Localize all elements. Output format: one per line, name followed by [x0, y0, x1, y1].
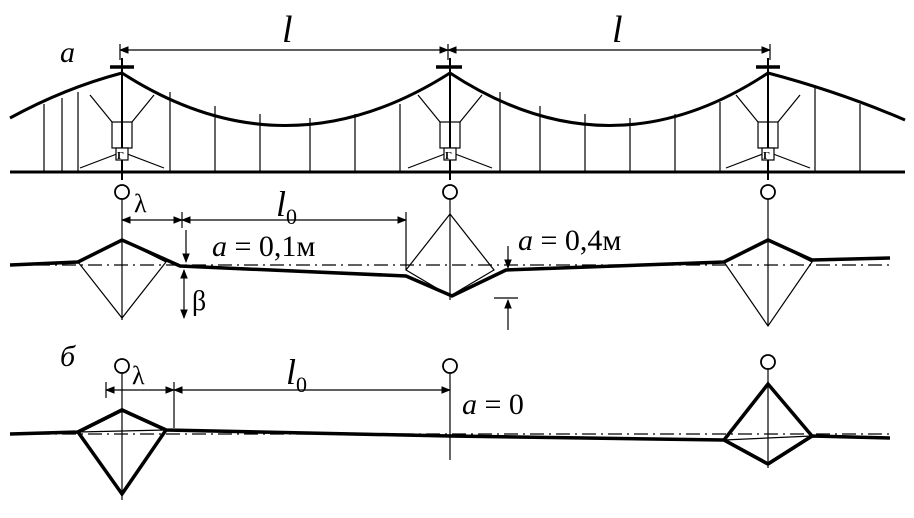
support-point-1	[114, 184, 130, 200]
span-dimension-2	[447, 44, 771, 60]
support-point-2	[442, 184, 458, 200]
panel-a-plan: λ l0 a = 0,1м β a = 0,4м	[9, 184, 891, 330]
l0-sub-a: 0	[286, 204, 297, 229]
a-number-b: = 0	[477, 388, 524, 421]
droppers	[43, 88, 861, 172]
panel-a-catenary: а l l	[9, 9, 906, 180]
contact-wire-plan-b	[9, 408, 891, 467]
lambda-label-b: λ	[132, 361, 145, 390]
a-symbol-1: a	[212, 230, 227, 263]
l0-label-a: l0	[276, 184, 297, 229]
beta-label: β	[192, 286, 206, 317]
a-number-1: = 0,1м	[227, 230, 315, 263]
mast-mark-2: Г	[445, 150, 452, 162]
l0-letter-b: l	[286, 352, 296, 392]
a-symbol-b: a	[462, 388, 477, 421]
l0-sub-b: 0	[296, 372, 307, 397]
support-structure-3: Г	[725, 58, 811, 180]
support-point-3	[760, 184, 776, 200]
support-point-b2	[442, 358, 458, 374]
a-symbol-2: a	[518, 224, 533, 257]
a-value-b: a = 0	[462, 388, 524, 421]
support-point-b1	[114, 358, 130, 374]
l0-letter-a: l	[276, 184, 286, 224]
support-point-b3	[760, 354, 776, 370]
contact-wire-plan-a	[9, 238, 891, 298]
a-value-2: a = 0,4м	[518, 224, 621, 257]
mast-mark-1: Г	[117, 150, 124, 162]
carrier-cable	[9, 71, 906, 127]
l0-label-b: l0	[286, 352, 307, 397]
a-value-1: a = 0,1м	[212, 230, 315, 263]
lambda-label-a: λ	[134, 189, 147, 218]
panel-a-label: а	[60, 36, 75, 69]
panel-b-plan: б λ l0 a = 0	[9, 340, 891, 500]
panel-b-label: б	[60, 340, 76, 373]
support-structure-2: Г	[407, 58, 493, 180]
a-number-2: = 0,4м	[533, 224, 621, 257]
support-structure-1: Г	[79, 58, 165, 180]
span-label-2: l	[612, 9, 623, 51]
span-label-1: l	[282, 9, 293, 51]
mast-mark-3: Г	[763, 150, 770, 162]
